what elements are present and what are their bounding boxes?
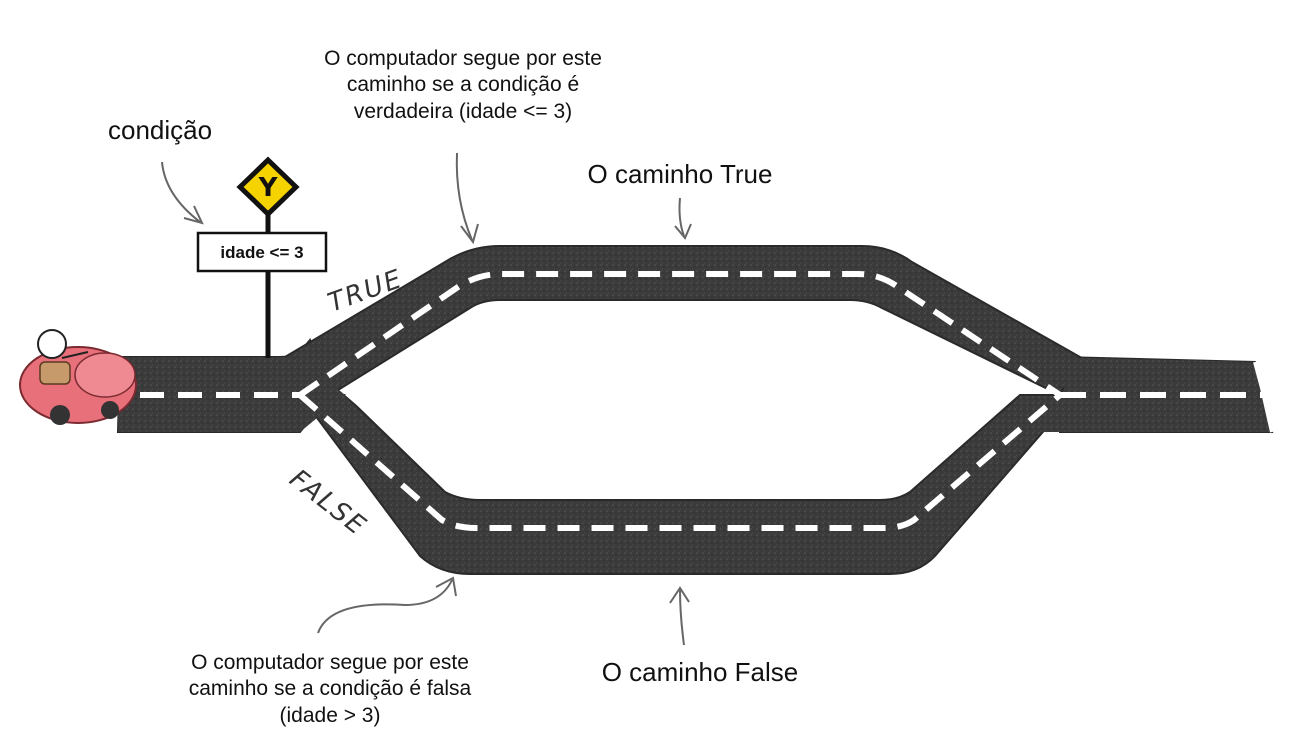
- false-road-label: FALSE: [284, 464, 372, 542]
- lane-true: [298, 271, 1062, 398]
- true-explanation-line-1: O computador segue por este: [324, 47, 602, 70]
- sign-glyph: Y: [258, 173, 279, 203]
- car-with-driver-icon: [19, 329, 137, 425]
- arrow-false-bottom: [317, 579, 453, 634]
- fork-road-sign-icon: Y idade <= 3: [196, 156, 328, 358]
- arrow-false-path-head: [669, 586, 690, 604]
- arrow-true-path-head: [674, 223, 692, 240]
- arrow-false-path: [679, 589, 685, 646]
- false-explanation-line-1: O computador segue por este: [191, 651, 469, 674]
- inner-field: [345, 303, 1010, 497]
- condition-label: condição: [108, 114, 238, 147]
- false-explanation-line-3: (idade > 3): [279, 703, 381, 727]
- lane-markings: [140, 271, 1265, 531]
- arrow-condition: [161, 161, 201, 223]
- false-explanation-line-2: caminho se a condição é falsa: [188, 677, 472, 701]
- true-path-label-text: O caminho True: [587, 159, 773, 189]
- sign-condition-text: idade <= 3: [220, 243, 303, 262]
- true-explanation-line-2: caminho se a condição é: [346, 73, 580, 97]
- arrow-true-top-head: [460, 223, 479, 245]
- lane-false: [298, 392, 1062, 531]
- false-path-label: O caminho False: [580, 656, 820, 689]
- false-path-label-text: O caminho False: [601, 657, 799, 687]
- roads: [116, 245, 1274, 575]
- arrow-condition-head: [183, 205, 204, 225]
- arrow-true-top: [455, 152, 473, 241]
- right-notch: [1253, 361, 1274, 433]
- false-condition-explanation: O computador segue por este caminho se a…: [150, 650, 510, 729]
- sign-board: [196, 231, 328, 273]
- arrow-true-path: [678, 197, 685, 237]
- annotation-arrows: [161, 152, 692, 646]
- true-condition-explanation: O computador segue por este caminho se a…: [288, 46, 638, 125]
- arrow-false-bottom-head: [435, 576, 457, 597]
- true-explanation-line-3: verdadeira (idade <= 3): [353, 99, 573, 123]
- true-path-label: O caminho True: [560, 158, 800, 191]
- condition-label-text: condição: [108, 115, 213, 145]
